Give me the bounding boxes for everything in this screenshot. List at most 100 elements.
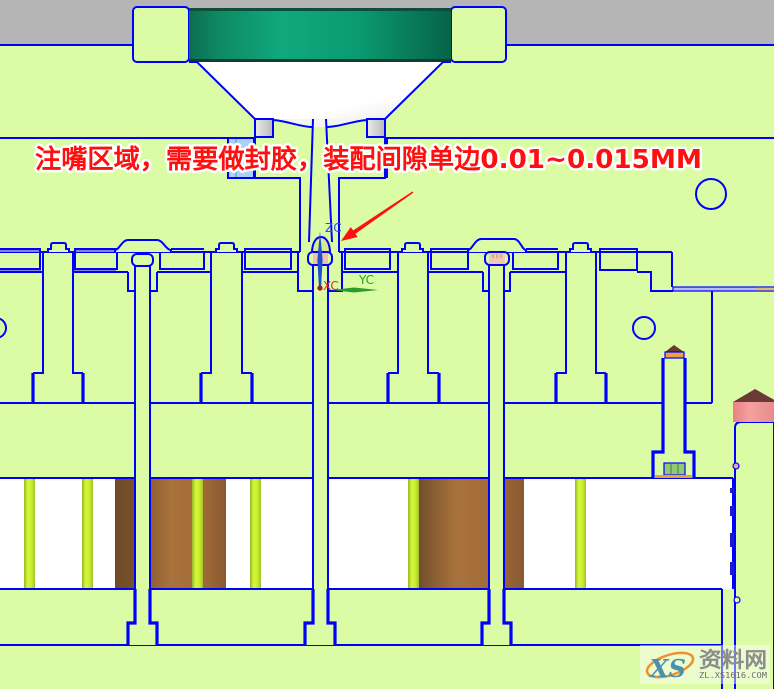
pin-outline xyxy=(312,265,329,589)
pin-shaft xyxy=(489,262,504,624)
clamp-block-right xyxy=(450,6,507,63)
pillar-cap-cone xyxy=(733,389,774,402)
return-pin-left[interactable] xyxy=(126,253,159,645)
pillar-bump xyxy=(401,242,424,252)
pin-neck xyxy=(489,253,505,264)
watermark-logo: XS xyxy=(648,654,686,683)
support-pillars[interactable] xyxy=(0,242,656,403)
thin-plate-end xyxy=(755,287,774,291)
plate-lines xyxy=(0,291,734,689)
sprue-top-concave xyxy=(273,119,367,127)
support-rod xyxy=(24,479,35,589)
x-axis-label: XC xyxy=(323,279,339,293)
bushing-shoulder-left xyxy=(254,118,274,138)
pillar-feet xyxy=(31,373,608,403)
y-axis-icon xyxy=(332,287,378,293)
arrow-head-icon xyxy=(341,227,358,241)
pillar-detail xyxy=(730,488,734,493)
pillar-notch xyxy=(733,596,741,604)
thin-plate xyxy=(672,286,774,292)
runner-right-step xyxy=(637,252,673,292)
cooling-hole-left xyxy=(0,317,7,339)
top-clamp-plate[interactable] xyxy=(0,6,774,210)
pillar-detail xyxy=(730,506,734,516)
screw-washer xyxy=(655,475,692,478)
plate-outline xyxy=(0,44,774,139)
pillar-bump xyxy=(47,242,70,252)
pillar-columns xyxy=(33,252,606,374)
dome-right xyxy=(467,238,527,252)
socket-screw[interactable] xyxy=(651,345,696,478)
origin-point-icon xyxy=(317,285,323,291)
bushing-outline xyxy=(254,119,388,252)
cooling-hole-right xyxy=(632,316,656,340)
ring-bottom-edge xyxy=(189,59,451,62)
watermark: XS 资料网 ZL.XS1616.COM xyxy=(640,645,770,684)
cone-outline xyxy=(189,61,451,120)
guide-pillar[interactable] xyxy=(730,389,774,689)
ejector-gap xyxy=(0,479,733,589)
pin-shaft xyxy=(313,262,328,624)
sprue-bushing[interactable] xyxy=(227,118,388,252)
annotation-text: 注嘴区域，需要做封胶，装配间隙单边0.01~0.015MM xyxy=(35,144,702,175)
pillar-cap xyxy=(733,402,774,422)
locating-ring[interactable] xyxy=(189,8,451,62)
runner-segment xyxy=(244,248,292,270)
bushing-top-curve xyxy=(272,119,368,128)
pillar-detail xyxy=(730,533,734,547)
pin-head xyxy=(128,623,157,645)
y-axis-label: YC xyxy=(358,273,374,287)
pin-head-outline xyxy=(126,589,159,645)
runner-segment xyxy=(159,251,205,270)
runner-segment xyxy=(599,248,638,271)
pin-outline xyxy=(134,266,151,589)
runner-segment xyxy=(74,248,118,270)
watermark-site: ZL.XS1616.COM xyxy=(699,671,767,680)
runner-segment xyxy=(512,251,559,270)
pillar-notch xyxy=(732,462,740,470)
z-axis-icon xyxy=(317,231,323,289)
sprue-channel xyxy=(308,118,333,243)
return-pin-right[interactable] xyxy=(480,251,513,645)
ring-body xyxy=(189,8,451,62)
wcs-triad[interactable]: ZC XC YC xyxy=(317,221,378,293)
pin-neck-ribs xyxy=(492,254,502,258)
pin-neck xyxy=(131,253,154,267)
pillar-bump xyxy=(569,242,592,252)
screw-bore-outline xyxy=(651,358,696,478)
ring-top-edge xyxy=(189,8,451,11)
spacer-block-left xyxy=(115,479,226,589)
watermark-swoosh-icon xyxy=(645,651,695,679)
screw-tip-cone xyxy=(665,345,684,352)
support-rod xyxy=(575,479,586,589)
nozzle-cone-recess xyxy=(189,61,451,120)
screw-head-lines xyxy=(670,463,679,475)
bushing-shoulder-right xyxy=(366,118,386,138)
support-rod xyxy=(192,479,203,589)
watermark-name: 资料网 xyxy=(699,648,767,672)
runner-segment xyxy=(0,248,41,270)
cone-surface xyxy=(197,62,443,119)
clamp-block-left xyxy=(132,6,190,63)
support-rod xyxy=(82,479,93,589)
pin-head xyxy=(482,623,511,645)
pin-shaft xyxy=(135,262,150,624)
support-rod xyxy=(250,479,261,589)
arrow-shaft xyxy=(351,191,414,235)
runner-segment xyxy=(430,248,469,270)
support-rod xyxy=(408,479,419,589)
screw-tip xyxy=(664,351,685,359)
pillar-bump xyxy=(215,242,238,252)
dome-left xyxy=(114,239,172,252)
pin-outline xyxy=(488,265,505,589)
cooling-hole-upper xyxy=(695,178,727,210)
annotation-arrow xyxy=(341,191,414,241)
screw-head xyxy=(663,462,686,476)
ejector-housing[interactable] xyxy=(0,291,734,689)
pin-head-outline xyxy=(303,589,337,645)
pillar-detail xyxy=(730,562,734,575)
runner-segment xyxy=(344,248,391,270)
pin-head xyxy=(305,623,335,645)
z-axis-label: ZC xyxy=(325,221,342,235)
